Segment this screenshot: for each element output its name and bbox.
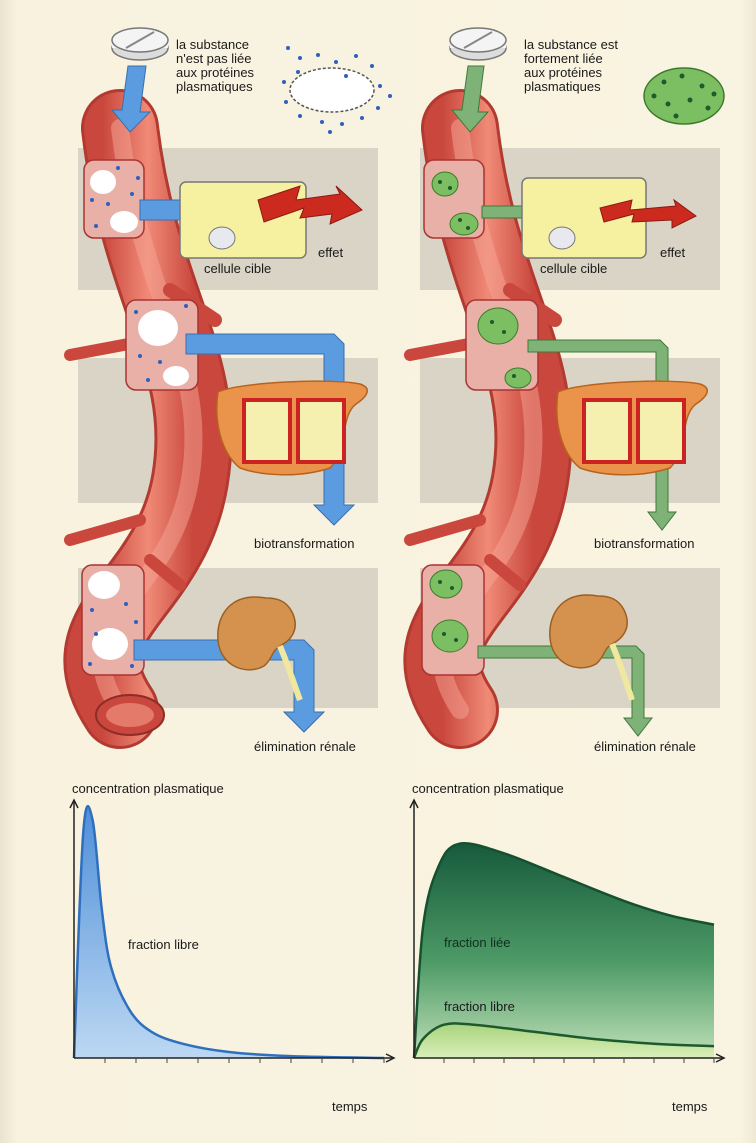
right-bound-label: fraction liée: [444, 936, 510, 950]
right-chart-ylabel: concentration plasmatique: [412, 782, 564, 796]
protein-free-icon: [282, 46, 392, 134]
target-cell-right: [522, 178, 646, 258]
protein-bound-icon: [644, 68, 724, 124]
chart-right: [410, 800, 724, 1063]
series-area-0: [74, 806, 384, 1058]
right-effect-label: effet: [660, 246, 685, 260]
right-cell-label: cellule cible: [540, 262, 607, 276]
left-note: la substance n'est pas liée aux protéine…: [176, 38, 254, 94]
right-free-label: fraction libre: [444, 1000, 515, 1014]
left-chart-xlabel: temps: [332, 1100, 367, 1114]
right-chart-xlabel: temps: [672, 1100, 707, 1114]
liver-icon-left: [217, 381, 367, 475]
left-fraction-label: fraction libre: [128, 938, 199, 952]
left-cell-label: cellule cible: [204, 262, 271, 276]
left-renal-label: élimination rénale: [254, 740, 356, 754]
liver-icon-right: [557, 381, 707, 475]
right-note: la substance est fortement liée aux prot…: [524, 38, 618, 94]
left-biotransformation-label: biotransformation: [254, 537, 354, 551]
left-effect-label: effet: [318, 246, 343, 260]
right-biotransformation-label: biotransformation: [594, 537, 694, 551]
right-renal-label: élimination rénale: [594, 740, 696, 754]
chart-left: [70, 800, 394, 1063]
left-chart-ylabel: concentration plasmatique: [72, 782, 224, 796]
pill-icon: [112, 28, 168, 60]
pill-icon: [450, 28, 506, 60]
